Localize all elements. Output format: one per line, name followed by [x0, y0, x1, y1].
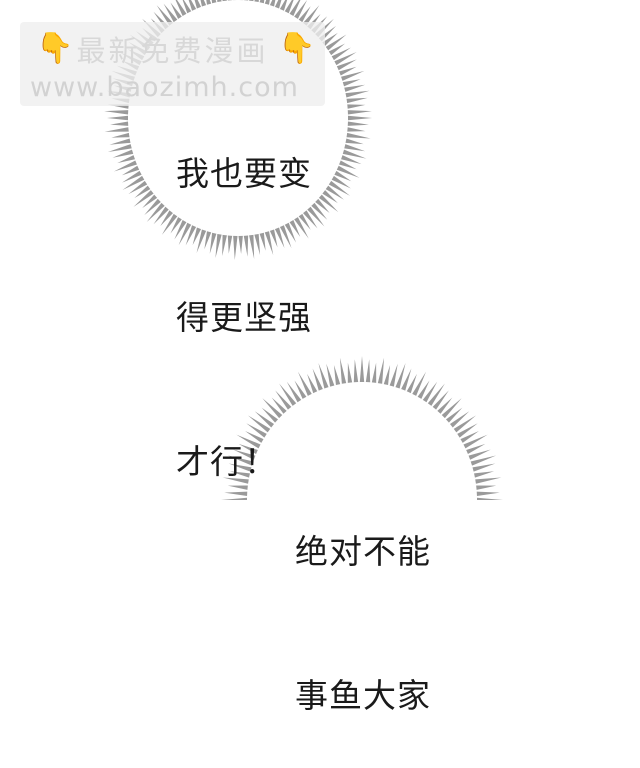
- burst-spike: [111, 133, 129, 138]
- burst-spike: [346, 139, 364, 145]
- burst-spike: [347, 133, 371, 139]
- burst-spike: [366, 359, 370, 382]
- burst-spike: [105, 127, 129, 132]
- burst-spike: [110, 122, 128, 126]
- bubble-2-text: 绝对不能 事鱼大家: [295, 432, 431, 768]
- burst-spike: [334, 365, 340, 385]
- burst-spike: [348, 122, 369, 126]
- bubble-2-line: 绝对不能: [295, 528, 431, 576]
- burst-spike: [442, 398, 462, 418]
- burst-spike: [340, 358, 346, 384]
- burst-spike: [343, 79, 361, 86]
- burst-spike: [348, 110, 372, 114]
- burst-spike: [108, 144, 132, 152]
- burst-spike: [474, 471, 494, 477]
- burst-spike: [104, 110, 128, 114]
- burst-spike: [326, 364, 334, 387]
- burst-spike: [450, 411, 469, 427]
- burst-spike: [348, 363, 352, 383]
- bubble-1-line: 我也要变: [176, 150, 312, 198]
- burst-spike: [109, 139, 130, 145]
- burst-spike: [477, 492, 500, 496]
- burst-spike: [154, 207, 169, 224]
- burst-spike: [476, 485, 496, 489]
- burst-spike: [473, 464, 496, 472]
- burst-spike: [390, 364, 398, 387]
- burst-spike: [216, 0, 221, 2]
- burst-spike: [354, 359, 358, 382]
- burst-spike: [346, 91, 370, 98]
- burst-spike: [475, 477, 501, 483]
- bubble-1-line: 得更坚强: [176, 294, 312, 342]
- burst-spike: [347, 98, 368, 103]
- pointing-down-hand-icon: 👇: [278, 32, 315, 66]
- burst-spike: [344, 85, 365, 92]
- bubble-1-line: 才行！: [176, 438, 312, 486]
- burst-spike: [249, 0, 253, 1]
- burst-spike: [433, 390, 449, 409]
- burst-spike: [254, 0, 260, 2]
- bubble-1-text: 我也要变 得更坚强 才行！: [176, 54, 312, 534]
- burst-spike: [348, 116, 372, 120]
- burst-spike: [347, 127, 365, 131]
- burst-spike: [347, 104, 365, 108]
- watermark-url: www.baozimh.com: [30, 72, 299, 103]
- burst-spike: [372, 363, 376, 383]
- burst-spike: [344, 144, 365, 151]
- watermark: 👇 最新免费漫画 👇 www.baozimh.com: [20, 22, 325, 106]
- burst-spike: [384, 365, 390, 385]
- burst-spike: [360, 356, 364, 382]
- burst-spike: [112, 150, 133, 158]
- bubble-2-line: 事鱼大家: [295, 672, 431, 720]
- burst-spike: [454, 415, 476, 432]
- burst-spike: [107, 116, 128, 120]
- burst-spike: [144, 199, 161, 215]
- burst-spike: [222, 0, 227, 1]
- burst-spike: [378, 358, 384, 384]
